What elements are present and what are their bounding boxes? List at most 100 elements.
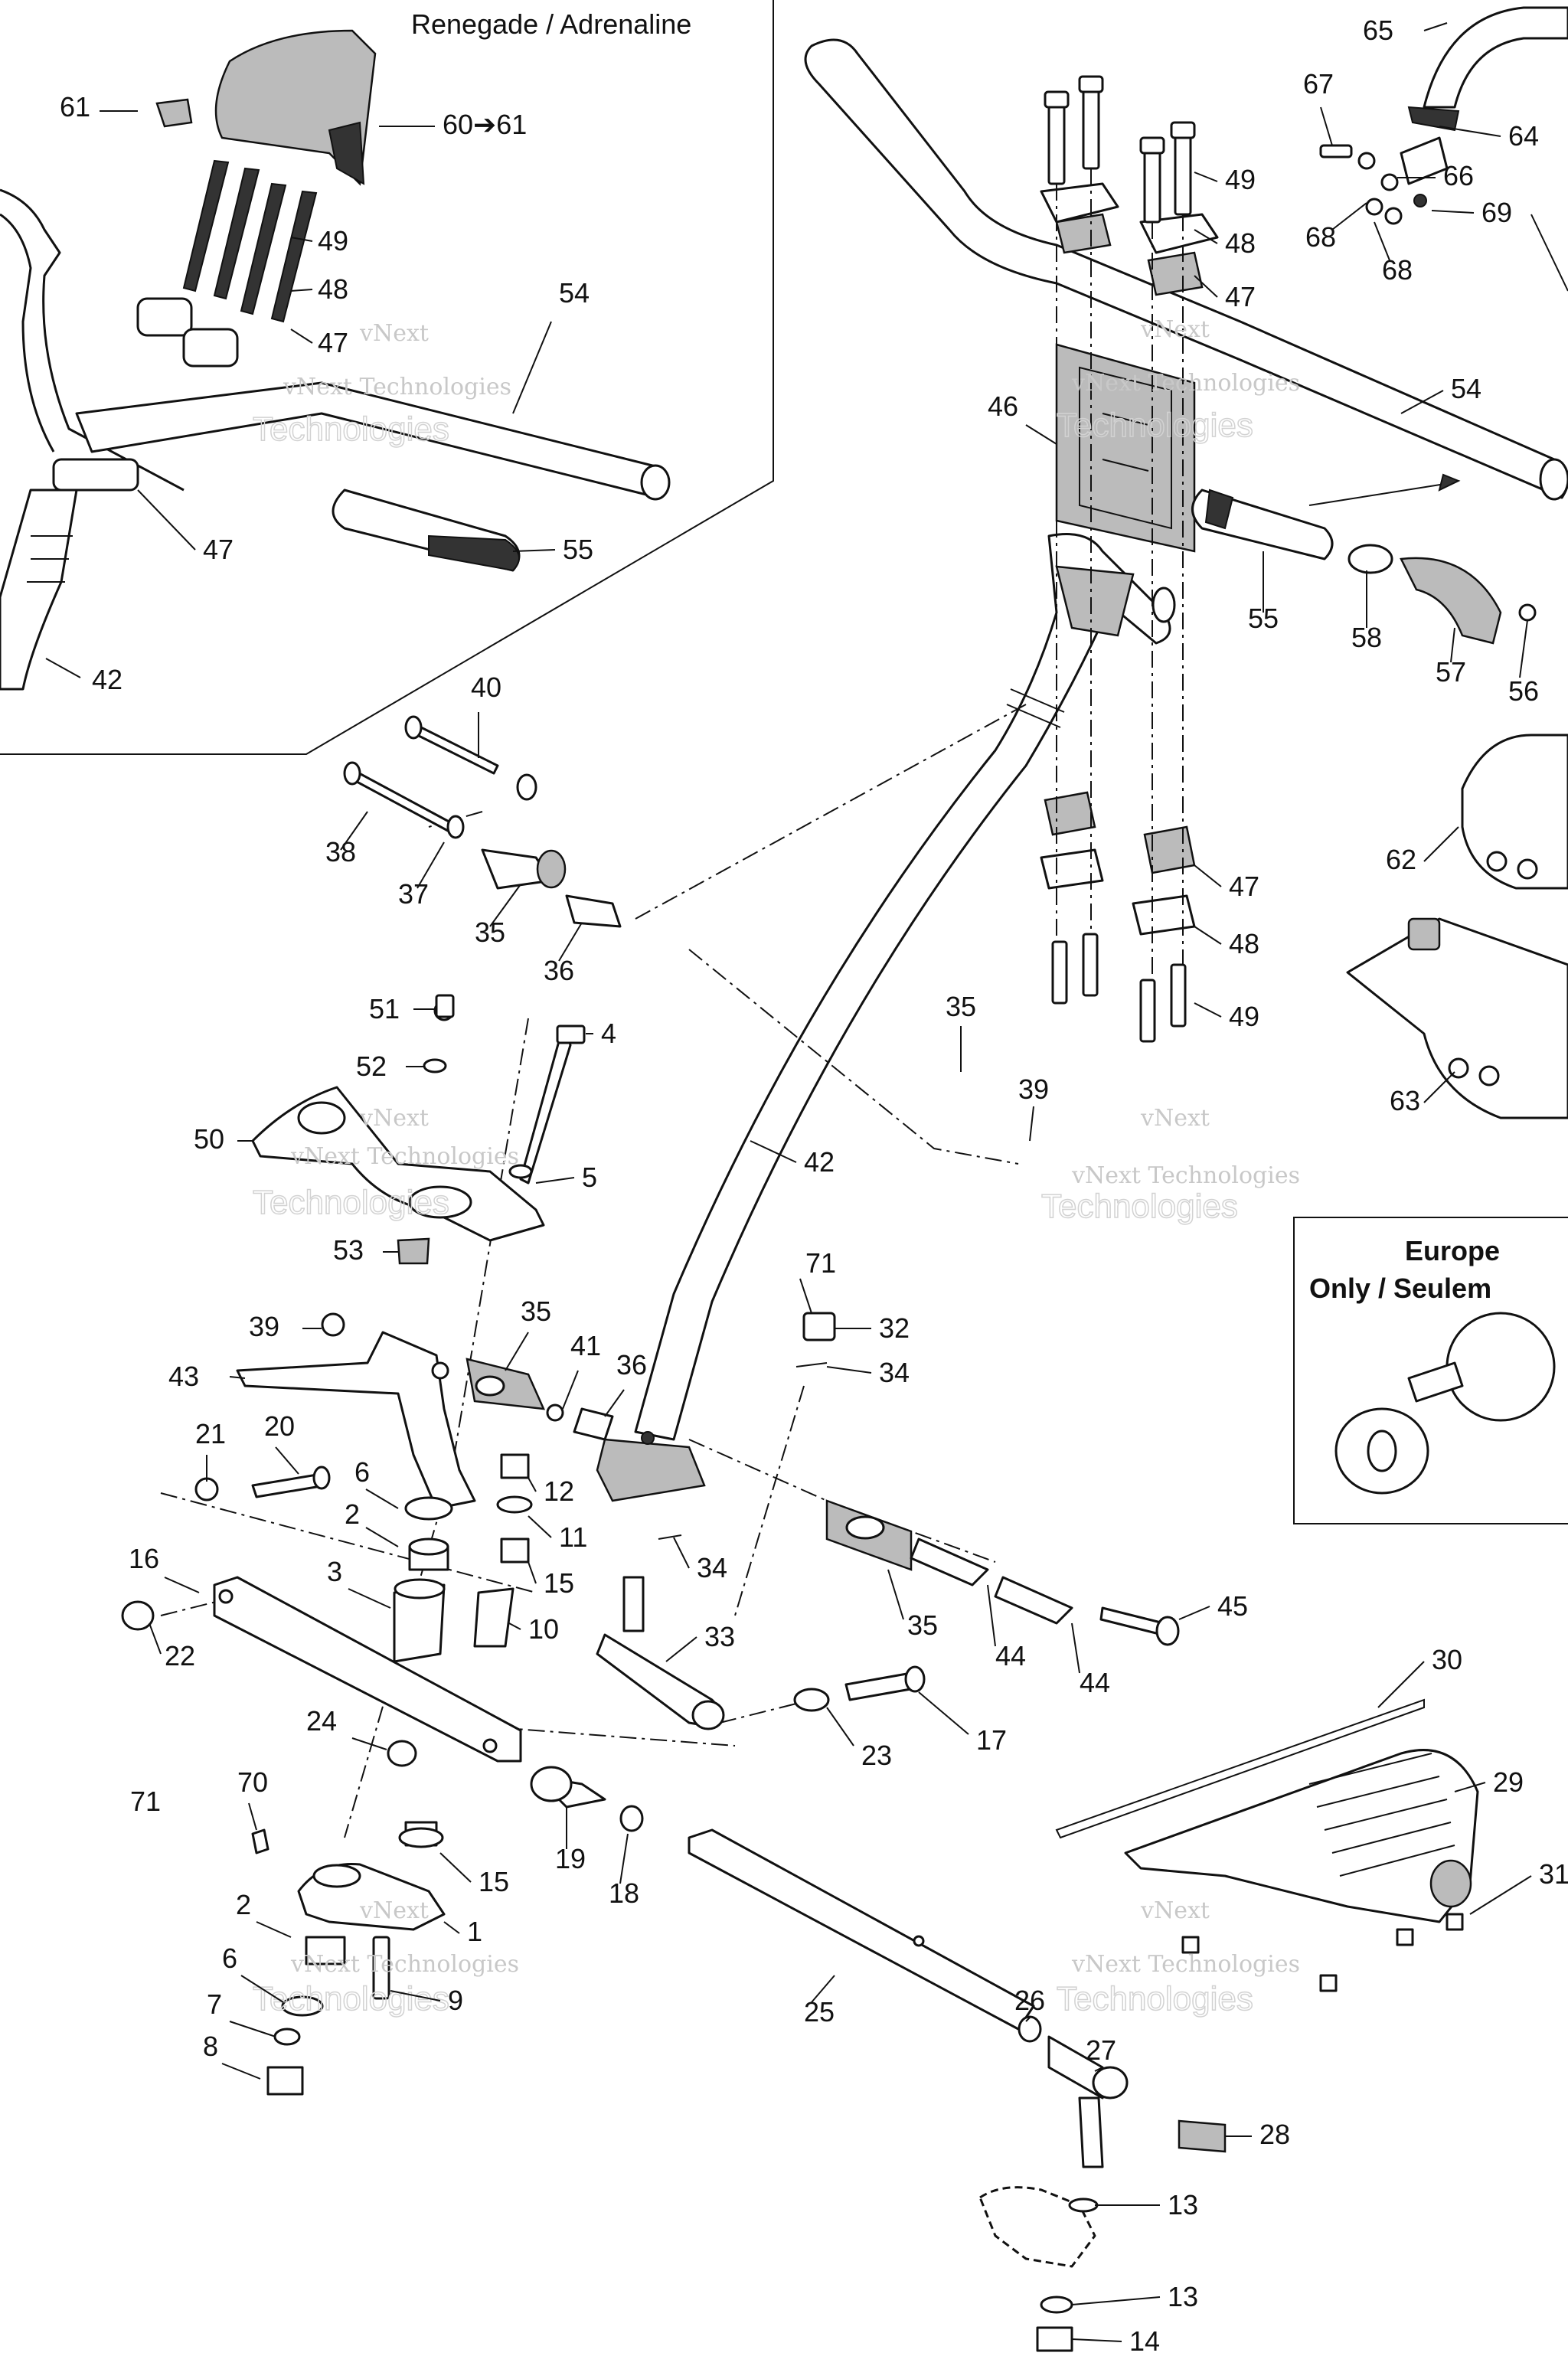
column-tube: [634, 533, 1171, 1441]
callout-c62: 62: [1386, 844, 1416, 875]
callout-c21: 21: [195, 1418, 226, 1449]
leader-c48i: [290, 289, 313, 292]
callout-c55a: 55: [1248, 603, 1279, 634]
callout-c13b: 13: [1168, 2281, 1198, 2312]
watermark-3: vNext: [359, 1105, 429, 1132]
leader-c35d: [887, 1569, 904, 1620]
leader-c23: [826, 1707, 854, 1747]
leader-c44b: [1071, 1622, 1080, 1674]
steering-plate: [251, 994, 586, 1265]
pitman-arm-bracket: [236, 1312, 614, 1510]
grip-insert: [1348, 544, 1393, 574]
main-handlebar-assembly: [804, 6, 1568, 1119]
callout-c55i: 55: [563, 534, 593, 565]
leader-c70: [248, 1802, 257, 1831]
inset-clamp-lower: [52, 458, 139, 492]
callout-c48b: 48: [1229, 928, 1259, 959]
callout-c36b: 36: [616, 1349, 647, 1381]
watermark-1c: Technologies: [253, 410, 449, 448]
lower-clamp-cluster: [1040, 791, 1196, 1043]
callout-c5: 5: [582, 1162, 597, 1193]
leader-c47i: [290, 328, 313, 344]
callout-c58: 58: [1351, 622, 1382, 653]
callout-c69: 69: [1481, 197, 1512, 228]
leader-c71a: [799, 1278, 812, 1314]
riser-tube-edge: [0, 213, 55, 453]
callout-c16: 16: [129, 1543, 159, 1574]
leader-c8: [221, 2063, 261, 2080]
inset-column-ribs: [27, 535, 73, 583]
control-housing-63: [1346, 917, 1568, 1119]
leader-c17: [918, 1691, 969, 1735]
mounting-bolts-upper-left: [343, 715, 622, 928]
leader-c37: [416, 841, 445, 889]
callout-c48a: 48: [1225, 227, 1256, 259]
leader-c48b: [1194, 926, 1222, 945]
callout-c7: 7: [207, 1988, 222, 2020]
callout-labels: 6567646669686849484754465558575662634748…: [60, 15, 1568, 2356]
callout-c45: 45: [1217, 1590, 1248, 1622]
inset-column: [0, 489, 78, 691]
europe-subtitle: Only / Seulem: [1309, 1273, 1491, 1304]
leader-c7: [229, 2021, 276, 2037]
watermark-5: vNext: [359, 1897, 429, 1924]
hand-guard-weight: [1400, 557, 1502, 645]
callout-c71a: 71: [805, 1247, 836, 1279]
callout-c25: 25: [804, 1996, 835, 2028]
column-top-bracket: [1055, 565, 1135, 637]
leader-c15b: [439, 1852, 472, 1883]
upper-bolts: [1044, 75, 1196, 224]
grip-arrow-line: [1308, 482, 1455, 506]
watermark-1b: vNext Technologies: [283, 374, 511, 400]
leader-c45: [1178, 1606, 1210, 1620]
callout-c14: 14: [1129, 2325, 1160, 2352]
callout-c8: 8: [203, 2031, 218, 2062]
callout-c44a: 44: [995, 1640, 1026, 1671]
callout-c6a: 6: [354, 1456, 370, 1488]
riser-block-detail: [1079, 366, 1172, 530]
callout-c67: 67: [1303, 68, 1334, 100]
leader-c20: [275, 1446, 299, 1475]
handle-grip-dark: [1204, 489, 1234, 530]
callout-c6b: 6: [222, 1943, 237, 1974]
leader-c43: [229, 1376, 246, 1379]
leader-c12: [528, 1477, 537, 1492]
control-housing-63-switch: [1407, 917, 1441, 951]
watermark-3c: Technologies: [253, 1184, 449, 1221]
callout-c6061: 60➔61: [443, 109, 527, 140]
callout-c28: 28: [1259, 2119, 1290, 2150]
tie-plate: [121, 1576, 522, 1767]
leader-c34b: [673, 1537, 690, 1569]
upper-clamp-47-left: [1055, 213, 1112, 254]
callout-c23: 23: [861, 1740, 892, 1771]
callout-c54a: 54: [1451, 373, 1481, 404]
steering-boot: [1055, 1698, 1479, 1992]
callout-c2a: 2: [345, 1498, 360, 1530]
callout-c46: 46: [988, 390, 1018, 422]
leader-c18: [619, 1833, 629, 1884]
leader-c69: [1431, 210, 1475, 214]
leader-c42a: [750, 1140, 797, 1163]
leader-c54a: [1400, 390, 1444, 414]
callout-c13a: 13: [1168, 2189, 1198, 2220]
callout-c66: 66: [1443, 160, 1474, 191]
callout-c56: 56: [1508, 675, 1539, 707]
leader-c1: [443, 1921, 460, 1934]
leader-c46: [1025, 424, 1057, 445]
steering-arm-lower: [251, 1821, 446, 2096]
leader-c54i: [512, 321, 552, 414]
callout-c43: 43: [168, 1361, 199, 1392]
leader-c27: [1094, 2067, 1103, 2072]
watermark-1: vNext: [359, 320, 429, 347]
leader-c36a: [558, 922, 583, 962]
leader-c36b: [604, 1389, 625, 1417]
watermark-6b: vNext Technologies: [1071, 1951, 1300, 1978]
right-linkage: [825, 1499, 1180, 1646]
control-housing-62-hole-1: [1486, 851, 1508, 872]
callout-c44b: 44: [1080, 1667, 1110, 1698]
callout-c4: 4: [601, 1018, 616, 1049]
callout-c34a: 34: [879, 1357, 910, 1388]
watermark-2b: vNext Technologies: [1071, 370, 1300, 397]
callout-c36a: 36: [544, 955, 574, 986]
callout-c64: 64: [1508, 120, 1539, 152]
